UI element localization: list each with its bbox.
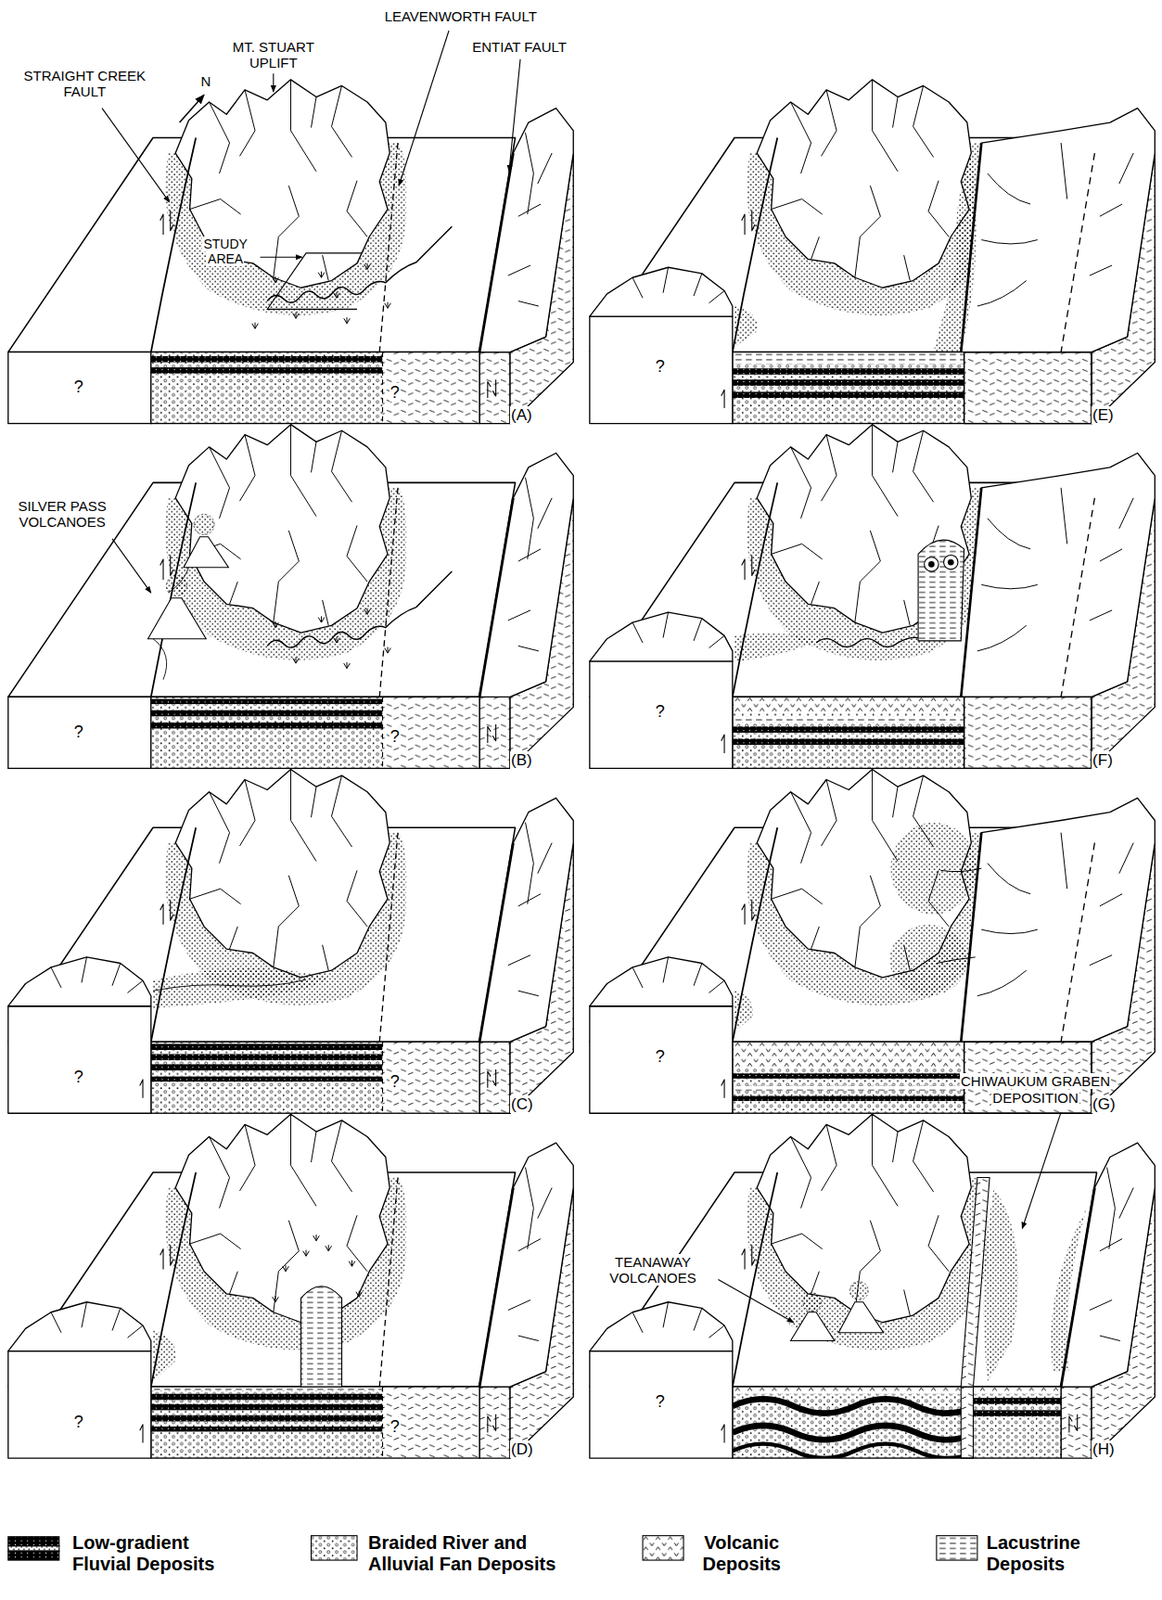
panel-mark: ? (73, 722, 85, 741)
feature-label-box: SILVER PASS VOLCANOES (5, 498, 120, 531)
panel-mark: ? (654, 702, 666, 721)
panel-mark-box: ? (67, 1412, 90, 1432)
feature-label: STRAIGHT CREEK FAULT (23, 67, 147, 100)
feature-label: TEANAWAY VOLCANOES (608, 1253, 697, 1286)
panel-mark-box: ? (649, 357, 672, 377)
legend-text: Volcanic Deposits (702, 1532, 782, 1574)
panel-mark-box: (E) (1091, 406, 1129, 425)
panel-mark-box: (D) (510, 1440, 548, 1459)
legend-text-box: Low-gradient Fluvial Deposits (71, 1532, 245, 1575)
feature-label: SILVER PASS VOLCANOES (16, 498, 107, 530)
panel-mark-box: ? (67, 1067, 90, 1087)
feature-label: CHIWAUKUM GRABEN DEPOSITION (959, 1072, 1111, 1105)
panel-mark-box: (A) (510, 406, 548, 425)
panel-mark: (H) (1091, 1440, 1116, 1458)
panel-mark-box: ? (383, 1417, 407, 1437)
feature-label: ENTIAT FAULT (471, 38, 568, 55)
feature-label: STUDY AREA (202, 236, 248, 267)
panel-mark-box: (B) (510, 751, 548, 770)
feature-label: MT. STUART UPLIFT (231, 38, 316, 71)
panel-mark: ? (389, 1072, 401, 1091)
panel-mark: N (200, 73, 213, 90)
feature-label-box: STUDY AREA (193, 236, 257, 267)
legend-text: Braided River and Alluvial Fan Deposits (367, 1532, 557, 1574)
panel-mark-box: ? (383, 1072, 407, 1092)
panel-mark-box: ? (383, 727, 407, 747)
panel-mark-box: ? (383, 383, 407, 403)
panel-mark-box: ? (67, 722, 90, 742)
panel-mark: ? (389, 1417, 401, 1436)
panel-mark: ? (389, 727, 401, 746)
feature-label-box: TEANAWAY VOLCANOES (591, 1253, 715, 1287)
legend-text: Lacustrine Deposits (985, 1532, 1082, 1574)
panel-mark: (F) (1091, 751, 1114, 769)
feature-label-box: ENTIAT FAULT (471, 38, 584, 55)
panel-mark-box: (G) (1091, 1095, 1129, 1114)
legend-text-box: Volcanic Deposits (685, 1532, 798, 1575)
panel-mark-box: ? (67, 377, 90, 397)
feature-label: LEAVENWORTH FAULT (383, 8, 538, 25)
feature-label-box: MT. STUART UPLIFT (222, 38, 325, 72)
panel-mark-box: N (200, 73, 218, 90)
panel-mark-box: ? (649, 1047, 672, 1067)
feature-label-box: CHIWAUKUM GRABEN DEPOSITION (933, 1072, 1138, 1106)
panel-mark-box: (H) (1091, 1440, 1129, 1459)
panel-mark: ? (389, 383, 401, 402)
feature-label-box: STRAIGHT CREEK FAULT (8, 67, 162, 101)
panel-mark: (D) (510, 1440, 535, 1458)
panel-mark: (B) (510, 751, 534, 769)
panel-mark: ? (654, 1047, 666, 1066)
legend-text: Low-gradient Fluvial Deposits (71, 1532, 216, 1574)
panel-mark: ? (73, 1412, 85, 1431)
panel-mark: ? (654, 1391, 666, 1411)
panel-mark: ? (73, 377, 85, 396)
panel-mark: ? (73, 1067, 85, 1086)
panel-mark: (E) (1091, 406, 1115, 424)
panel-mark: (G) (1091, 1095, 1117, 1113)
panel-mark-box: (C) (510, 1095, 548, 1114)
legend-text-box: Braided River and Alluvial Fan Deposits (367, 1532, 588, 1575)
feature-label-box: LEAVENWORTH FAULT (383, 8, 548, 25)
panel-mark: ? (654, 357, 666, 376)
panel-mark-box: (F) (1091, 751, 1129, 770)
panel-mark-box: ? (649, 702, 672, 722)
panel-mark: (A) (510, 406, 534, 424)
legend-text-box: Lacustrine Deposits (985, 1532, 1100, 1575)
panel-mark-box: ? (649, 1391, 672, 1412)
panel-mark: (C) (510, 1095, 535, 1113)
